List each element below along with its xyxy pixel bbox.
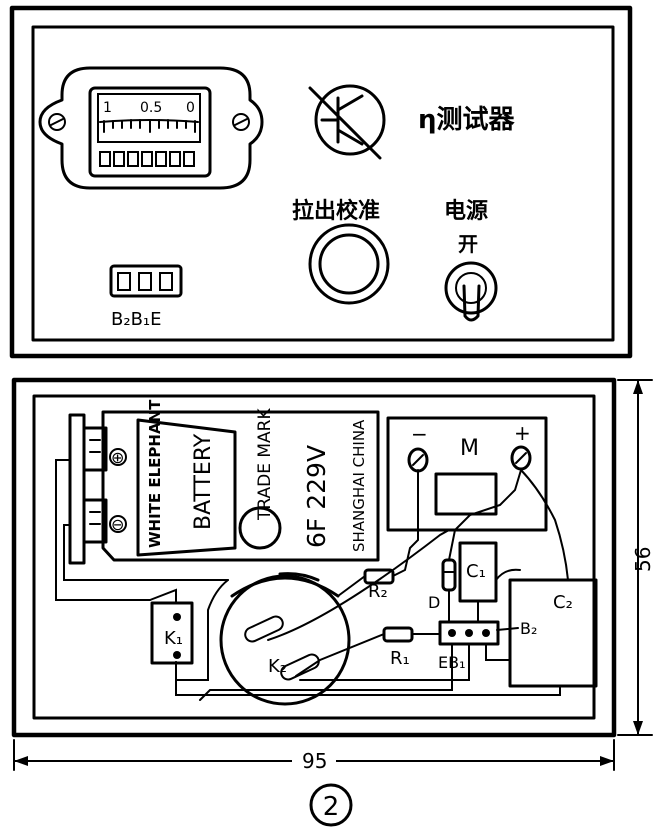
- calibrate-knob[interactable]: [308, 223, 390, 305]
- c1-label: C₁: [466, 561, 486, 582]
- meter-ticks: [103, 119, 196, 133]
- height-label: 56: [631, 547, 655, 572]
- power-label: 电源: [444, 199, 488, 224]
- resistor-r1: [382, 626, 414, 643]
- meter-window: [88, 86, 212, 178]
- r2-label: R₂: [368, 581, 388, 602]
- figure-number-text: 2: [323, 792, 340, 822]
- diode-label: D: [428, 593, 440, 612]
- width-label: 95: [302, 749, 327, 773]
- meter-screw-right: [232, 113, 250, 131]
- dimension-width: 95: [13, 739, 615, 773]
- pot-lug-2: [280, 653, 320, 681]
- capacitor-c2: [508, 578, 598, 688]
- wiring: [55, 459, 569, 701]
- calibrate-label: 拉出校准: [292, 198, 380, 224]
- battery-negative-label: ⊖: [111, 515, 124, 534]
- k1-label: K₁: [164, 628, 183, 649]
- meter-screw-left: [48, 113, 66, 131]
- meter-plus-label: +: [514, 421, 531, 445]
- b2-label: B₂: [520, 619, 537, 638]
- battery-origin: SHANGHAI CHINA: [350, 419, 368, 552]
- battery-positive-label: ⊕: [111, 448, 124, 467]
- switch-k1: K₁: [150, 601, 194, 665]
- battery-positive-terminal: [109, 448, 127, 466]
- meter-base-slots: [99, 151, 195, 167]
- battery-trade-mark: TRADE MARK: [255, 408, 275, 521]
- front-panel: 1 0.5 0: [9, 5, 633, 359]
- front-panel-inner: [31, 25, 615, 342]
- meter-bezel: [38, 66, 264, 190]
- meter-housing: [386, 416, 548, 532]
- transistor-symbol-icon: [308, 84, 386, 160]
- panel-meter: 1 0.5 0: [38, 66, 264, 190]
- socket-labels: B₂B₁E: [111, 309, 162, 330]
- internal-socket: [438, 620, 500, 646]
- diode-d: [441, 558, 457, 592]
- r1-label: R₁: [390, 648, 410, 669]
- internal-panel-inner: [32, 394, 596, 720]
- battery-body: [101, 410, 380, 562]
- meter-minus-label: −: [411, 422, 428, 446]
- pot-body: [219, 574, 351, 706]
- figure-number: 2: [309, 783, 353, 827]
- c2-label: C₂: [553, 592, 573, 613]
- battery-brand: WHITE ELEPHANT: [146, 399, 164, 548]
- battery-name: BATTERY: [191, 433, 216, 530]
- battery: ⊕ ⊖ WHITE ELEPHANT BATTERY TRADE MARK 6F…: [101, 399, 380, 562]
- internal-meter: M − +: [386, 416, 548, 532]
- internal-view: ⊕ ⊖ WHITE ELEPHANT BATTERY TRADE MARK 6F…: [11, 377, 655, 827]
- power-on-label: 开: [458, 232, 478, 256]
- meter-scale-1: 1: [103, 100, 112, 116]
- battery-label-trapezoid: [136, 418, 237, 557]
- front-panel-outer: [9, 5, 633, 359]
- device-title: η测试器: [418, 105, 516, 135]
- meter-scale-05: 0.5: [140, 100, 162, 116]
- battery-clip: [68, 413, 108, 565]
- meter-movement: [434, 472, 498, 516]
- power-toggle-switch[interactable]: [444, 261, 498, 322]
- battery-model: 6F 229V: [302, 445, 331, 548]
- meter-face: [97, 93, 201, 143]
- battery-negative-terminal: [109, 515, 127, 533]
- dimension-height: 56: [617, 379, 655, 736]
- meter-m-label: M: [460, 436, 479, 461]
- transistor-socket[interactable]: [109, 264, 183, 298]
- potentiometer-k2: K₂: [219, 572, 351, 706]
- battery-logo-circle: [238, 506, 282, 550]
- meter-scale-0: 0: [186, 100, 195, 116]
- pot-lug-1: [244, 615, 284, 643]
- k2-label: K₂: [268, 656, 287, 677]
- internal-panel-outer: [11, 377, 617, 738]
